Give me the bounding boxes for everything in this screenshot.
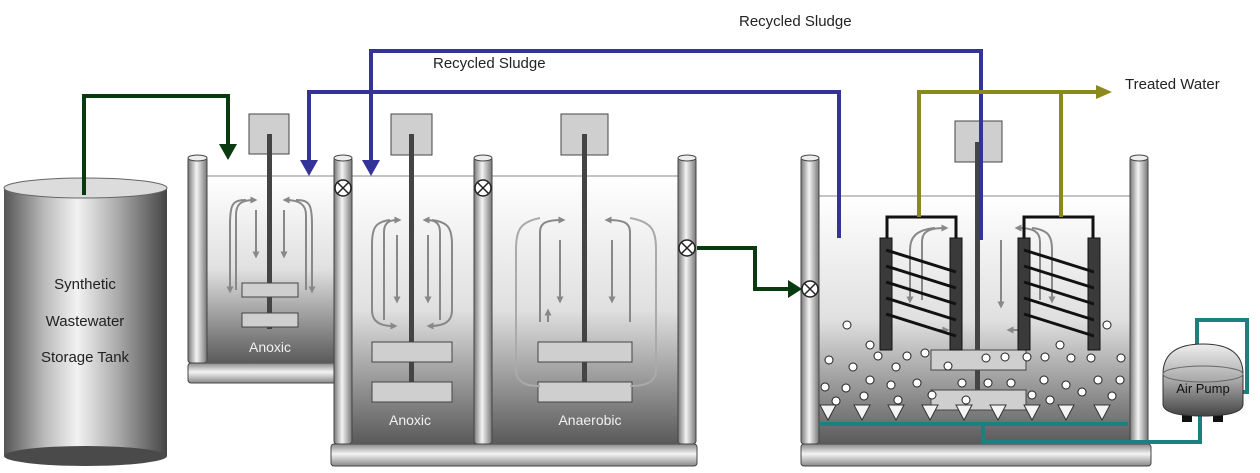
- valve-icon: [334, 179, 352, 197]
- treated-water-arrowhead: [1096, 85, 1112, 99]
- valve-icon: [801, 280, 819, 298]
- anoxic1-base: [187, 362, 337, 384]
- recycled-sludge-arrowhead-2: [300, 160, 318, 176]
- air-bubbles: [820, 320, 1126, 406]
- valve-icons[interactable]: [334, 179, 819, 298]
- valve-icon: [474, 179, 492, 197]
- storage-tank-label-line3: Storage Tank: [41, 349, 130, 366]
- stirrer-anoxic1: [241, 113, 299, 329]
- storage-tank-label-line2: Wastewater: [46, 313, 125, 330]
- air-diffusers: [819, 404, 1111, 422]
- recycled-sludge-label-top: Recycled Sludge: [739, 13, 852, 30]
- reactor-base-right: [800, 443, 1152, 467]
- air-pump[interactable]: Air Pump: [1162, 343, 1244, 422]
- anoxic-label-2: Anoxic: [389, 412, 431, 428]
- treated-water-line: [917, 90, 1096, 217]
- tank-walls: [187, 154, 1149, 445]
- stirrer-anaerobic: [537, 113, 633, 403]
- recycled-sludge-arrowhead-1: [362, 160, 380, 176]
- recycled-sludge-label-inner: Recycled Sludge: [433, 55, 546, 72]
- reactor-base-mid: [330, 443, 698, 467]
- treated-water-label: Treated Water: [1125, 76, 1220, 93]
- anaerobic-label: Anaerobic: [558, 412, 621, 428]
- feed-arrowhead-1: [219, 144, 237, 160]
- air-line: [819, 318, 1249, 444]
- electrode-assembly: [879, 215, 1101, 351]
- storage-tank: Synthetic Wastewater Storage Tank: [3, 177, 168, 466]
- valve-icon: [678, 239, 696, 257]
- feed-lines: [82, 94, 790, 291]
- recycled-sludge-lines: [307, 49, 983, 240]
- anoxic-label-1: Anoxic: [249, 339, 291, 355]
- feed-arrowhead-2: [788, 280, 802, 298]
- storage-tank-label-line1: Synthetic: [54, 276, 116, 293]
- stirrer-aerobic: [930, 120, 1027, 411]
- air-pump-label: Air Pump: [1176, 381, 1229, 396]
- stirrer-anoxic2: [371, 113, 453, 403]
